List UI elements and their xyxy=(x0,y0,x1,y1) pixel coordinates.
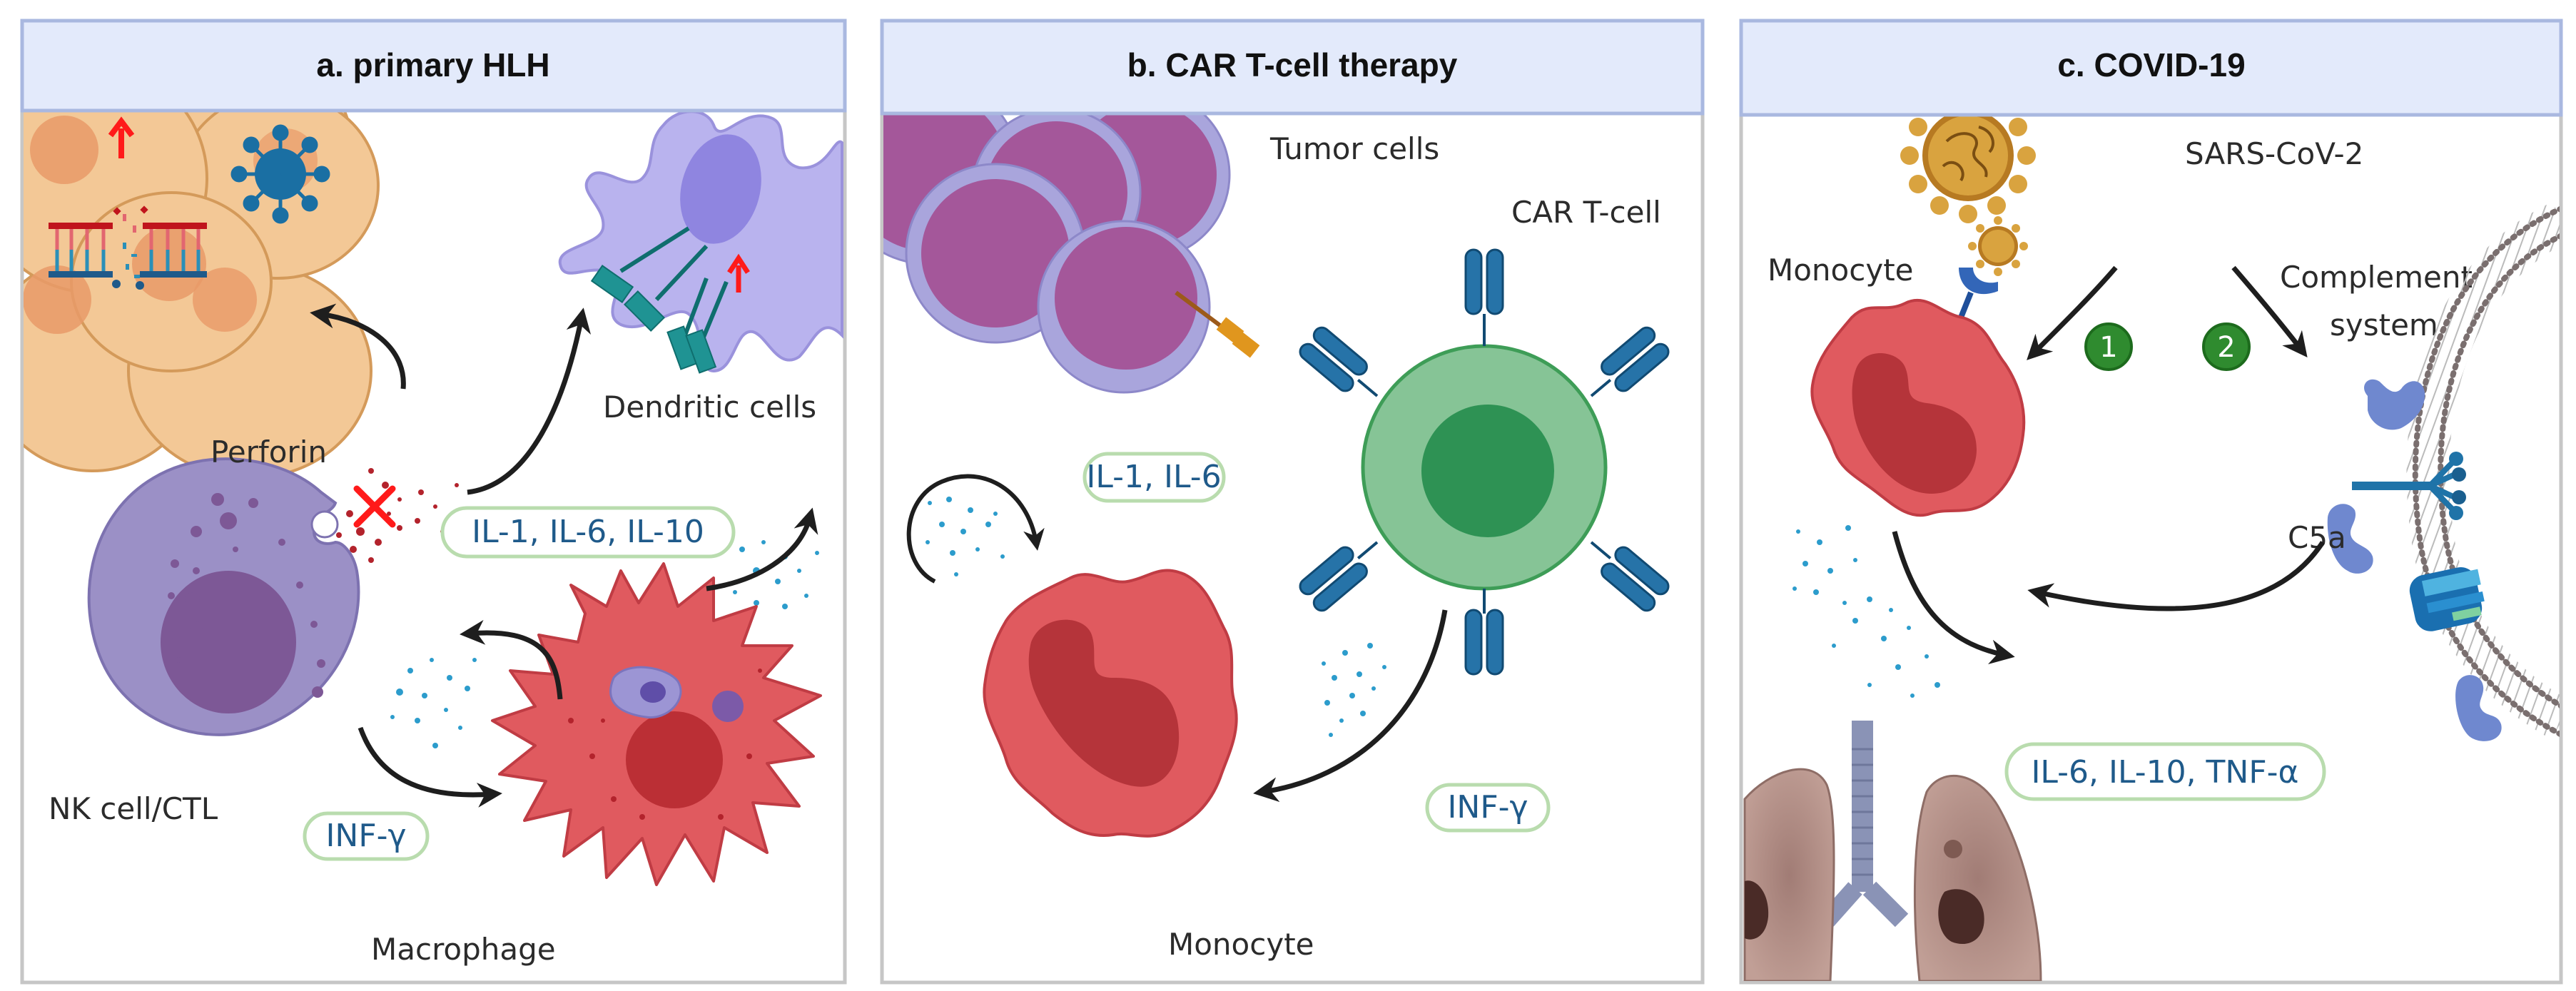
increase-arrow-icon xyxy=(727,253,750,293)
panel-a: IL-1, IL-6, IL-10 xyxy=(20,19,847,985)
macrophage-cell xyxy=(491,562,822,886)
arrow-to-dendritic-cells xyxy=(467,308,592,495)
panel-a-header xyxy=(20,19,847,113)
cytokine-release-arrow-c xyxy=(1892,531,2015,665)
panel-c-header xyxy=(1739,19,2563,117)
pathway-2-arrow xyxy=(2231,265,2308,358)
mhc-receptor-icon xyxy=(590,226,729,374)
inf-label-b: INF-γ xyxy=(1447,789,1528,825)
cytokine-label-b: IL-1, IL-6 xyxy=(1086,459,1221,495)
panel-b-header xyxy=(880,19,1705,116)
badge-2-label: 2 xyxy=(2217,331,2235,364)
virus-icon xyxy=(230,124,330,224)
lungs-icon xyxy=(1743,721,2042,981)
autocrine-loop-arrow xyxy=(906,474,1045,584)
nk-cell xyxy=(87,457,360,736)
mac-complex-icon xyxy=(2409,566,2485,631)
complement-label-line1: Complement xyxy=(2280,260,2473,295)
panel-c-title: c. COVID-19 xyxy=(2057,46,2245,83)
blocked-x-icon xyxy=(353,485,396,528)
inf-pill-a: INF-γ xyxy=(303,811,430,861)
inf-label-a: INF-γ xyxy=(325,818,406,854)
cytokine-pill-a: IL-1, IL-6, IL-10 xyxy=(440,506,736,559)
macrophage-label: Macrophage xyxy=(371,932,556,967)
pathway-2-badge: 2 xyxy=(2202,322,2251,371)
cytokine-particles xyxy=(1792,525,1940,698)
badge-1-label: 1 xyxy=(2099,331,2117,364)
arrow-cytokine-release-a xyxy=(706,507,818,591)
arrow-to-monocyte xyxy=(1253,609,1448,803)
c5a-to-monocyte-arrow xyxy=(2027,541,2325,611)
monocyte-cell-c xyxy=(1810,298,2026,517)
cytokine-label-c: IL-6, IL-10, TNF-α xyxy=(2031,754,2298,791)
cytokine-label-a: IL-1, IL-6, IL-10 xyxy=(472,514,704,550)
arrow-to-infected-cells xyxy=(310,303,406,390)
complement-protein-icon xyxy=(2327,379,2502,741)
complement-label-line2: system xyxy=(2330,308,2438,342)
pathway-1-arrow xyxy=(2027,265,2118,360)
inf-pill-b: INF-γ xyxy=(1425,783,1551,833)
arrow-to-nk-cell xyxy=(460,619,563,700)
cytokine-pill-c: IL-6, IL-10, TNF-α xyxy=(2004,742,2326,801)
car-t-cell xyxy=(1361,344,1608,591)
car-t-cell-label: CAR T-cell xyxy=(1511,195,1661,230)
monocyte-label-b: Monocyte xyxy=(1168,927,1314,962)
panel-b-title: b. CAR T-cell therapy xyxy=(1127,46,1458,83)
monocyte-cell xyxy=(983,569,1238,838)
cytokine-particles xyxy=(926,497,1005,576)
panel-c: SARS-CoV-2 Monocyte xyxy=(1739,19,2563,985)
small-virus-icon xyxy=(1968,216,2028,276)
panel-a-title: a. primary HLH xyxy=(316,46,549,83)
car-receptor-icon xyxy=(1299,248,1670,676)
cytokine-pill-b: IL-1, IL-6 xyxy=(1082,452,1226,503)
cytokine-particles xyxy=(1322,643,1386,737)
increase-arrow-icon xyxy=(108,116,135,158)
monocyte-label-c: Monocyte xyxy=(1768,253,1914,288)
dendritic-cells-label: Dendritic cells xyxy=(603,390,816,425)
nk-cell-label: NK cell/CTL xyxy=(49,791,218,826)
antibody-icon xyxy=(2352,452,2466,520)
pathway-1-badge: 1 xyxy=(2084,322,2133,371)
antigen-binding-icon xyxy=(1175,290,1260,358)
dna-damage-icon xyxy=(49,205,207,290)
sars-cov-2-virus-icon xyxy=(1900,111,2036,223)
tumor-cells-label: Tumor cells xyxy=(1269,131,1439,166)
sars-cov-2-label: SARS-CoV-2 xyxy=(2185,136,2363,171)
cell-membrane xyxy=(2406,201,2560,740)
panel-b: IL-1, IL-6 xyxy=(880,19,1705,985)
tumor-cells xyxy=(883,111,1231,394)
arrow-to-macrophage xyxy=(358,726,502,808)
perforin-label: Perforin xyxy=(211,434,327,469)
